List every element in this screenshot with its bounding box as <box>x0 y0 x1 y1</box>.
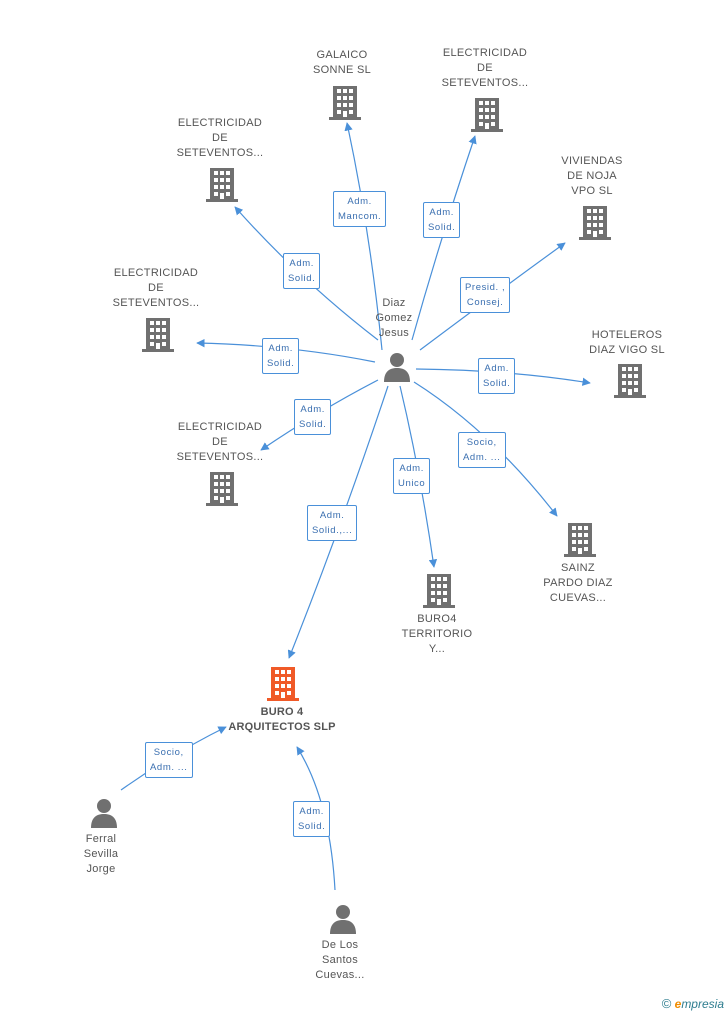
person-icon-diaz <box>384 353 410 382</box>
node-label-elec2: ELECTRICIDAD DE SETEVENTOS... <box>441 47 529 89</box>
node-label-hoteleros: HOTELEROS DIAZ VIGO SL <box>589 329 665 356</box>
edge-label-buro4t: Adm. Unico <box>393 458 431 494</box>
brand-name: mpresia <box>681 997 724 1011</box>
building-icon-hoteleros <box>614 364 646 398</box>
copyright-icon: © <box>661 996 672 1011</box>
edge-label-elec2: Adm. Solid. <box>423 202 461 238</box>
edge-label-sainz: Socio, Adm. ... <box>458 432 506 468</box>
edge-line-elec2 <box>411 135 477 341</box>
edge-label-mancom: Adm. Mancom. <box>333 191 387 227</box>
building-icon-buro4 <box>267 667 299 701</box>
brand-initial: e <box>674 997 682 1011</box>
building-icon-viviendas <box>579 206 611 240</box>
node-label-ferral: Ferral Sevilla Jorge <box>83 833 119 875</box>
building-icon-elec1 <box>206 168 238 202</box>
node-label-diaz: Diaz Gomez Jesus <box>375 297 413 339</box>
edge-line-galaico <box>344 122 383 351</box>
edge-label-buro4: Adm. Solid.,... <box>307 505 358 541</box>
edge-label-delos: Adm. Solid. <box>293 801 331 837</box>
node-label-elec4: ELECTRICIDAD DE SETEVENTOS... <box>176 421 264 463</box>
edge-label-elec3: Adm. Solid. <box>262 338 300 374</box>
building-icon-buro4t <box>423 574 455 608</box>
edge-label-viviendas: Presid. , Consej. <box>460 277 511 313</box>
brand-watermark: © empresia <box>662 996 724 1011</box>
person-icon-delos <box>330 905 356 934</box>
node-label-buro4t: BURO4 TERRITORIO Y... <box>401 613 473 655</box>
node-label-buro4: BURO 4 ARQUITECTOS SLP <box>228 706 336 733</box>
building-icon-sainz <box>564 523 596 557</box>
edge-label-elec4: Adm. Solid. <box>294 399 332 435</box>
building-icon-elec2 <box>471 98 503 132</box>
edge-label-hoteleros: Adm. Solid. <box>478 358 516 394</box>
node-label-sainz: SAINZ PARDO DIAZ CUEVAS... <box>543 562 613 604</box>
person-icon-ferral <box>91 799 117 828</box>
node-label-elec1: ELECTRICIDAD DE SETEVENTOS... <box>176 117 264 159</box>
node-label-elec3: ELECTRICIDAD DE SETEVENTOS... <box>112 267 200 309</box>
building-icon-elec3 <box>142 318 174 352</box>
building-icon-galaico <box>329 86 361 120</box>
edge-label-ferral: Socio, Adm. ... <box>145 742 193 778</box>
building-icon-elec4 <box>206 472 238 506</box>
node-label-viviendas: VIVIENDAS DE NOJA VPO SL <box>561 155 623 197</box>
edge-label-elec1: Adm. Solid. <box>283 253 321 289</box>
node-label-delos: De Los Santos Cuevas... <box>315 939 365 981</box>
node-label-galaico: GALAICO SONNE SL <box>312 49 372 76</box>
